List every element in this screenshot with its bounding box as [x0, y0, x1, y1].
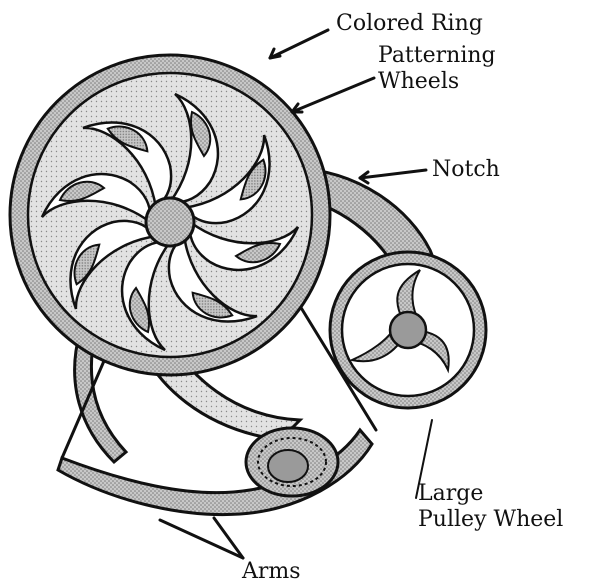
label-notch: Notch — [432, 157, 500, 182]
label-large-1: Large — [418, 481, 483, 506]
large-pulley-wheel — [330, 252, 486, 408]
label-large-2: Pulley Wheel — [418, 507, 563, 532]
label-colored-ring: Colored Ring — [336, 11, 483, 36]
drive-hub — [246, 428, 338, 496]
center-hub — [146, 198, 194, 246]
label-arms: Arms — [241, 559, 301, 584]
label-patterning-wheels-1: Patterning — [378, 43, 496, 68]
label-patterning-wheels-2: Wheels — [378, 69, 459, 94]
